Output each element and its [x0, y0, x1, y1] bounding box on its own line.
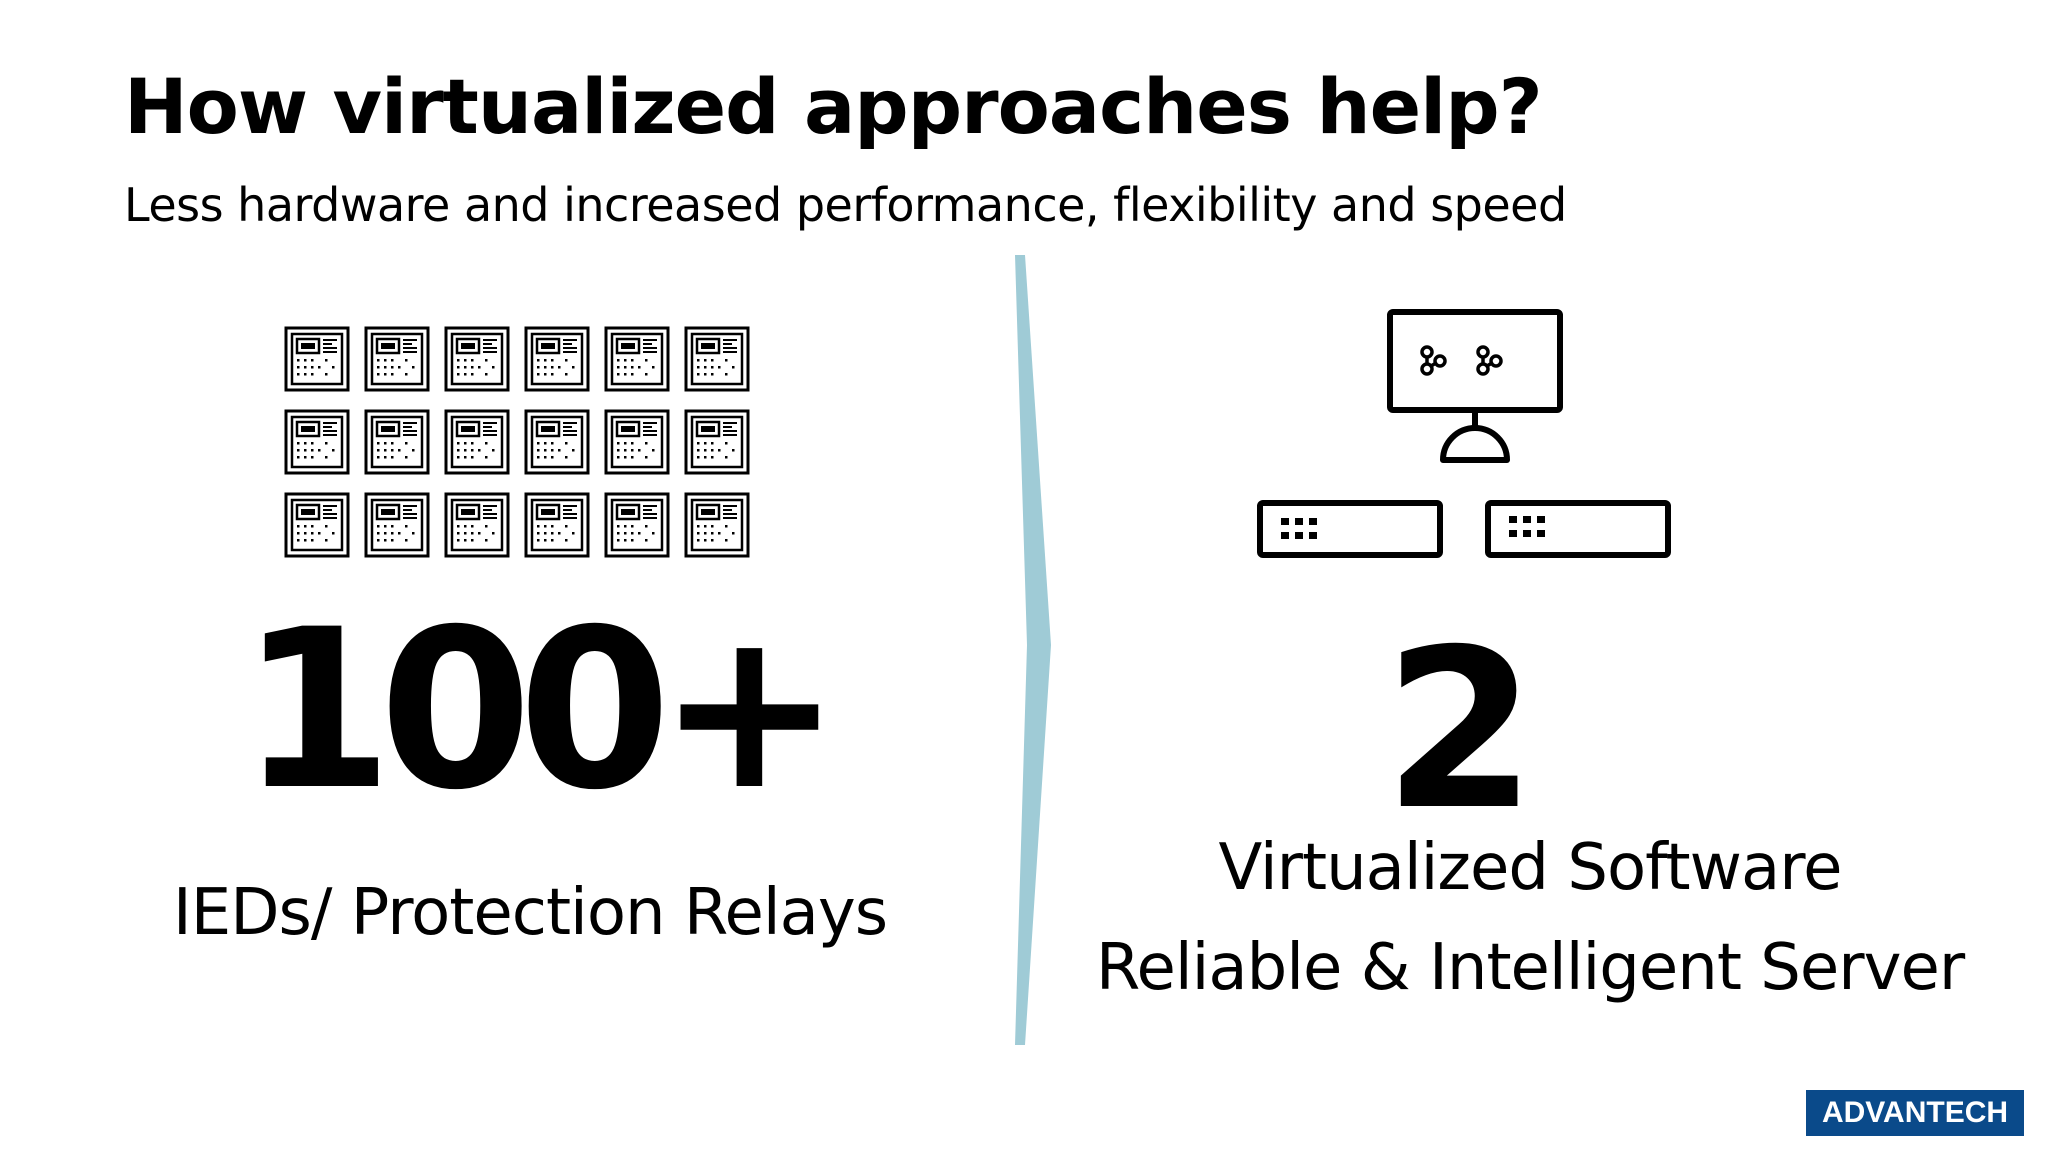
- slide-title: How virtualized approaches help?: [124, 62, 1543, 151]
- relay-device-icon: [604, 326, 670, 392]
- relay-device-icon: [364, 326, 430, 392]
- relay-device-icon: [604, 409, 670, 475]
- relay-device-icon: [284, 409, 350, 475]
- relay-device-icon: [364, 409, 430, 475]
- server-caption: Virtualized Software Reliable & Intellig…: [1080, 818, 1980, 1018]
- advantech-logo: ADVANTECH: [1806, 1090, 2024, 1136]
- relay-device-icon: [284, 326, 350, 392]
- relay-icon-grid: [284, 326, 750, 558]
- relay-device-icon: [284, 492, 350, 558]
- server-caption-line1: Virtualized Software: [1218, 831, 1843, 905]
- relay-device-icon: [444, 492, 510, 558]
- divider-chevron: [1015, 255, 1051, 1045]
- relay-count: 100+: [240, 582, 842, 838]
- server-caption-line2: Reliable & Intelligent Server: [1095, 931, 1965, 1005]
- relay-device-icon: [524, 492, 590, 558]
- server-unit-icon: [1485, 500, 1671, 558]
- relay-device-icon: [524, 326, 590, 392]
- relay-device-icon: [444, 326, 510, 392]
- server-graphic: [1257, 309, 1671, 558]
- slide-subtitle: Less hardware and increased performance,…: [124, 178, 1567, 232]
- relay-device-icon: [444, 409, 510, 475]
- relay-device-icon: [684, 492, 750, 558]
- relay-device-icon: [364, 492, 430, 558]
- server-count: 2: [1383, 602, 1537, 858]
- divider-shape: [1015, 255, 1051, 1045]
- relay-device-icon: [684, 409, 750, 475]
- relay-caption: IEDs/ Protection Relays: [172, 876, 888, 950]
- server-unit-icon: [1257, 500, 1443, 558]
- relay-device-icon: [604, 492, 670, 558]
- relay-device-icon: [684, 326, 750, 392]
- monitor-network-icon: [1387, 309, 1563, 463]
- relay-device-icon: [524, 409, 590, 475]
